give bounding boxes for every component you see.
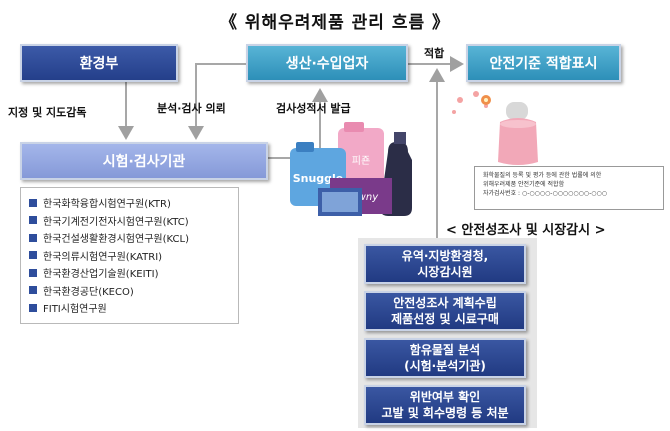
bullet-icon: [29, 303, 37, 312]
bullet-icon: [29, 198, 37, 207]
conform-label: 적합: [424, 47, 445, 60]
bullet-icon: [29, 268, 37, 277]
list-item: 한국건설생활환경시험연구원(KCL): [29, 229, 230, 247]
bullet-icon: [29, 286, 37, 295]
label-card-line2: 위해우려제품 안전기준에 적합함: [483, 181, 565, 188]
label-card-line1: 화학물질의 등록 및 평가 등에 관한 법률에 의한: [483, 172, 602, 179]
flower-icon: [452, 91, 488, 114]
list-item: 한국환경산업기술원(KEITI): [29, 264, 230, 282]
survey-title: < 안전성조사 및 시장감시 >: [446, 223, 606, 238]
request-label: 분석·검사 의뢰: [157, 102, 226, 115]
survey-step-3: 함유물질 분석(시험·분석기관): [364, 338, 526, 378]
list-item: 한국의류시험연구원(KATRI): [29, 247, 230, 265]
ministry-box: 환경부: [20, 44, 178, 82]
label-card-line3: 자가검사번호 : ○-○○○○-○○○○○○○-○○○: [483, 190, 607, 197]
orange-flower-icon: [481, 95, 491, 105]
household-products-image: 피죤 Snuggle Downy: [290, 122, 412, 216]
producer-box: 생산·수입업자: [246, 44, 408, 82]
list-item: 한국화학융합시험연구원(KTR): [29, 194, 230, 212]
bullet-icon: [29, 216, 37, 225]
air-freshener-image: [452, 91, 538, 165]
institution-list: 한국화학융합시험연구원(KTR) 한국기계전기전자시험연구원(KTC) 한국건설…: [20, 187, 239, 324]
page-title: 《 위해우려제품 관리 흐름 》: [219, 13, 451, 33]
testing-agency-box: 시험·검사기관: [20, 142, 268, 180]
certificate-label: 검사성적서 발급: [276, 102, 351, 115]
svg-text:피죤: 피죤: [352, 155, 370, 167]
list-item: 한국기계전기전자시험연구원(KTC): [29, 212, 230, 230]
list-item: FITI시험연구원: [29, 299, 230, 317]
designation-label: 지정 및 지도감독: [8, 106, 87, 119]
safety-label-card: 화학물질의 등록 및 평가 등에 관한 법률에 의한 위해우려제품 안전기준에 …: [474, 166, 664, 210]
bullet-icon: [29, 251, 37, 260]
bullet-icon: [29, 233, 37, 242]
list-item: 한국환경공단(KECO): [29, 282, 230, 300]
safety-label-box: 안전기준 적합표시: [466, 44, 621, 82]
survey-step-1: 유역·지방환경청,시장감시원: [364, 244, 526, 284]
arrow-producer-to-testing: [188, 63, 246, 140]
